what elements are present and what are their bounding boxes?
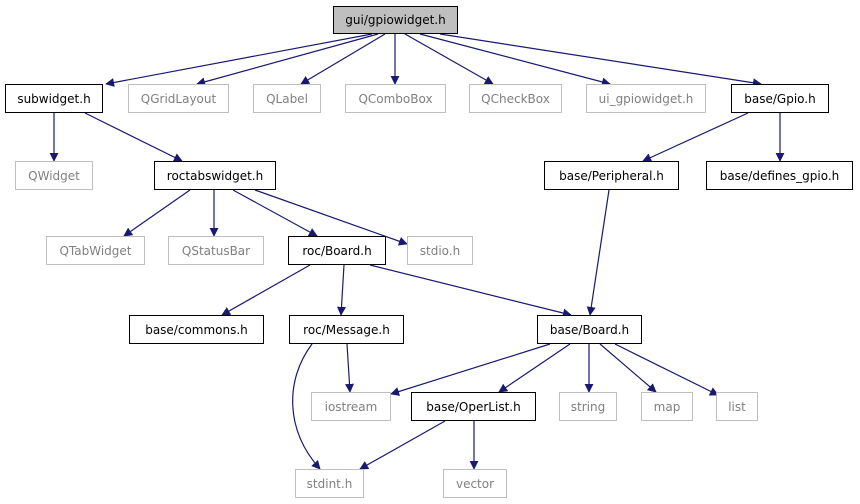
edge-layer	[49, 33, 785, 470]
edge-gpiowidget-to-qlabel	[300, 33, 386, 85]
node-qgridlayout: QGridLayout	[128, 84, 229, 113]
node-base-commons[interactable]: base/commons.h	[129, 315, 264, 344]
edge-base-board-to-list	[614, 343, 719, 396]
node-qwidget: QWidget	[15, 161, 93, 190]
node-stdio: stdio.h	[407, 236, 473, 265]
edge-roctabswidget-to-qtabwidget	[123, 189, 191, 237]
node-base-board[interactable]: base/Board.h	[537, 315, 642, 344]
node-roc-message[interactable]: roc/Message.h	[289, 315, 404, 344]
edge-gpiowidget-to-base-gpio	[439, 33, 762, 88]
node-vector: vector	[443, 469, 507, 498]
node-base-peripheral[interactable]: base/Peripheral.h	[544, 161, 679, 190]
edge-base-board-to-map	[599, 343, 657, 393]
edge-base-operlist-to-stdint	[359, 420, 446, 470]
edge-base-board-to-base-operlist	[498, 343, 571, 393]
edge-gpiowidget-to-qcheckbox	[404, 33, 494, 85]
node-roc-board[interactable]: roc/Board.h	[288, 236, 386, 265]
node-qstatusbar: QStatusBar	[168, 236, 264, 265]
node-qcheckbox: QCheckBox	[469, 84, 562, 113]
edge-roc-message-to-stdint	[292, 343, 321, 470]
edge-roc-board-to-roc-message	[336, 264, 346, 316]
edge-base-peripheral-to-base-board	[586, 189, 610, 316]
node-ui-gpiowidget: ui_gpiowidget.h	[586, 84, 706, 113]
node-subwidget[interactable]: subwidget.h	[5, 84, 103, 113]
edge-gpiowidget-to-ui-gpiowidget	[419, 33, 611, 87]
node-qlabel: QLabel	[253, 84, 321, 113]
node-base-gpio[interactable]: base/Gpio.h	[731, 84, 829, 113]
edge-gpiowidget-to-qgridlayout	[196, 33, 379, 87]
edge-base-gpio-to-base-peripheral	[642, 112, 749, 162]
node-roctabswidget[interactable]: roctabswidget.h	[154, 161, 276, 190]
node-qtabwidget: QTabWidget	[46, 236, 145, 265]
node-base-operlist[interactable]: base/OperList.h	[411, 392, 536, 421]
node-gpiowidget[interactable]: gui/gpiowidget.h	[333, 6, 458, 34]
node-map: map	[641, 392, 693, 421]
edge-roctabswidget-to-roc-board	[232, 189, 318, 237]
node-qcombobox: QComboBox	[345, 84, 446, 113]
edge-roc-message-to-iostream	[345, 343, 354, 393]
edge-base-board-to-iostream	[390, 343, 551, 396]
edge-roctabswidget-to-stdio	[254, 189, 408, 246]
edge-roc-board-to-base-board	[369, 264, 572, 318]
edge-gpiowidget-to-subwidget	[105, 33, 373, 87]
edge-roc-board-to-base-commons	[221, 264, 311, 316]
edge-subwidget-to-roctabswidget	[84, 112, 183, 162]
node-list: list	[716, 392, 758, 421]
node-stdint: stdint.h	[295, 469, 364, 498]
node-base-defines-gpio[interactable]: base/defines_gpio.h	[706, 161, 853, 190]
node-iostream: iostream	[311, 392, 391, 421]
node-string: string	[559, 392, 617, 421]
